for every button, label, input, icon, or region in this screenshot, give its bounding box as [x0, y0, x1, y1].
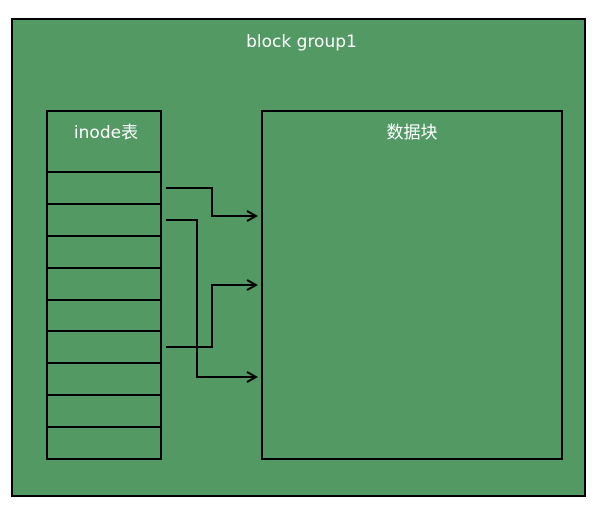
- inode-entry-row: [46, 362, 162, 396]
- data-block: 数据块: [261, 110, 563, 460]
- inode-table: inode表: [46, 110, 162, 460]
- inode-entry-row: [46, 171, 162, 205]
- inode-entry-row: [46, 299, 162, 332]
- block-group: [11, 18, 586, 497]
- block-group-title: block group1: [246, 32, 357, 52]
- inode-entry-row: [46, 426, 162, 460]
- inode-entry-row: [46, 394, 162, 428]
- inode-entry-row: [46, 235, 162, 269]
- inode-entry-row: [46, 267, 162, 301]
- inode-table-title: inode表: [73, 123, 139, 143]
- data-block-title: 数据块: [386, 123, 438, 143]
- inode-entry-row: [46, 330, 162, 364]
- inode-table-header: inode表: [46, 110, 162, 173]
- inode-entry-row: [46, 203, 162, 237]
